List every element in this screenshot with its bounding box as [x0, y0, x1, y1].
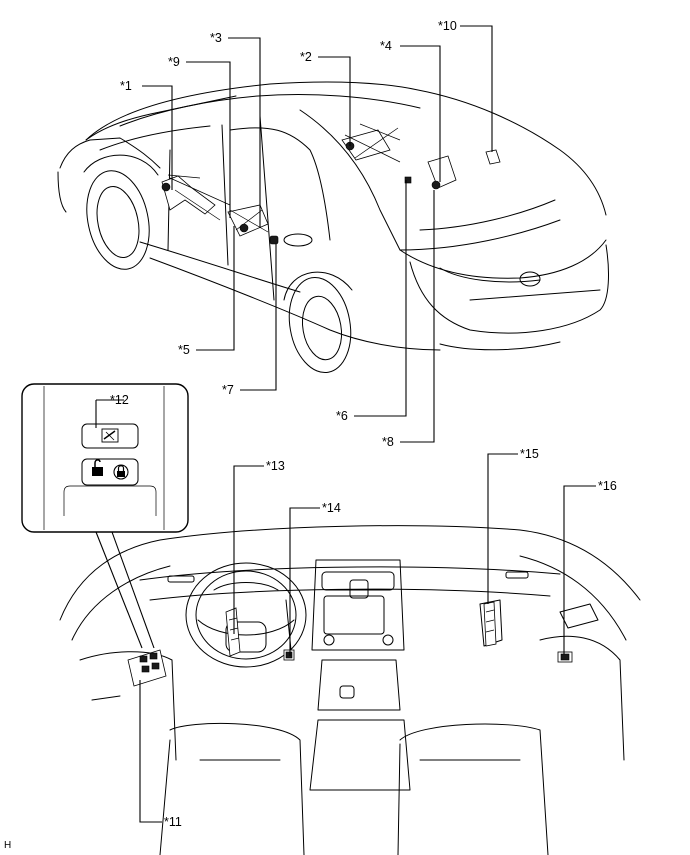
centre-ecu	[483, 601, 497, 647]
interior-regulators	[341, 123, 501, 190]
leader-lines	[142, 25, 493, 443]
callout-14: *14	[322, 501, 341, 515]
master-switch	[127, 649, 167, 687]
steering-column-module	[225, 607, 241, 657]
callout-9: *9	[168, 55, 180, 69]
passenger-switch	[557, 651, 573, 663]
callout-1: *1	[120, 79, 132, 93]
callout-11: *11	[164, 815, 182, 829]
callout-13: *13	[266, 459, 285, 473]
callout-5: *5	[178, 343, 190, 357]
dash-connector	[283, 649, 295, 661]
callout-2: *2	[300, 50, 312, 64]
callout-12: *12	[110, 393, 129, 407]
window-lock-switch-icon	[101, 428, 119, 443]
interior-illustration	[59, 525, 641, 855]
callout-4: *4	[380, 39, 392, 53]
callout-3: *3	[210, 31, 222, 45]
front-door-regulator	[161, 174, 231, 221]
callout-16: *16	[598, 479, 617, 493]
lock-icon	[113, 464, 129, 480]
callout-7: *7	[222, 383, 234, 397]
switch-inset	[21, 383, 189, 649]
callout-15: *15	[520, 447, 539, 461]
unlock-icon	[92, 459, 103, 476]
rear-door-regulator	[227, 204, 279, 245]
callout-8: *8	[382, 435, 394, 449]
interior-leader-lines	[139, 453, 596, 823]
callout-10: *10	[438, 19, 457, 33]
figure-code: H	[4, 840, 12, 851]
car-illustration	[57, 81, 609, 374]
callout-6: *6	[336, 409, 348, 423]
